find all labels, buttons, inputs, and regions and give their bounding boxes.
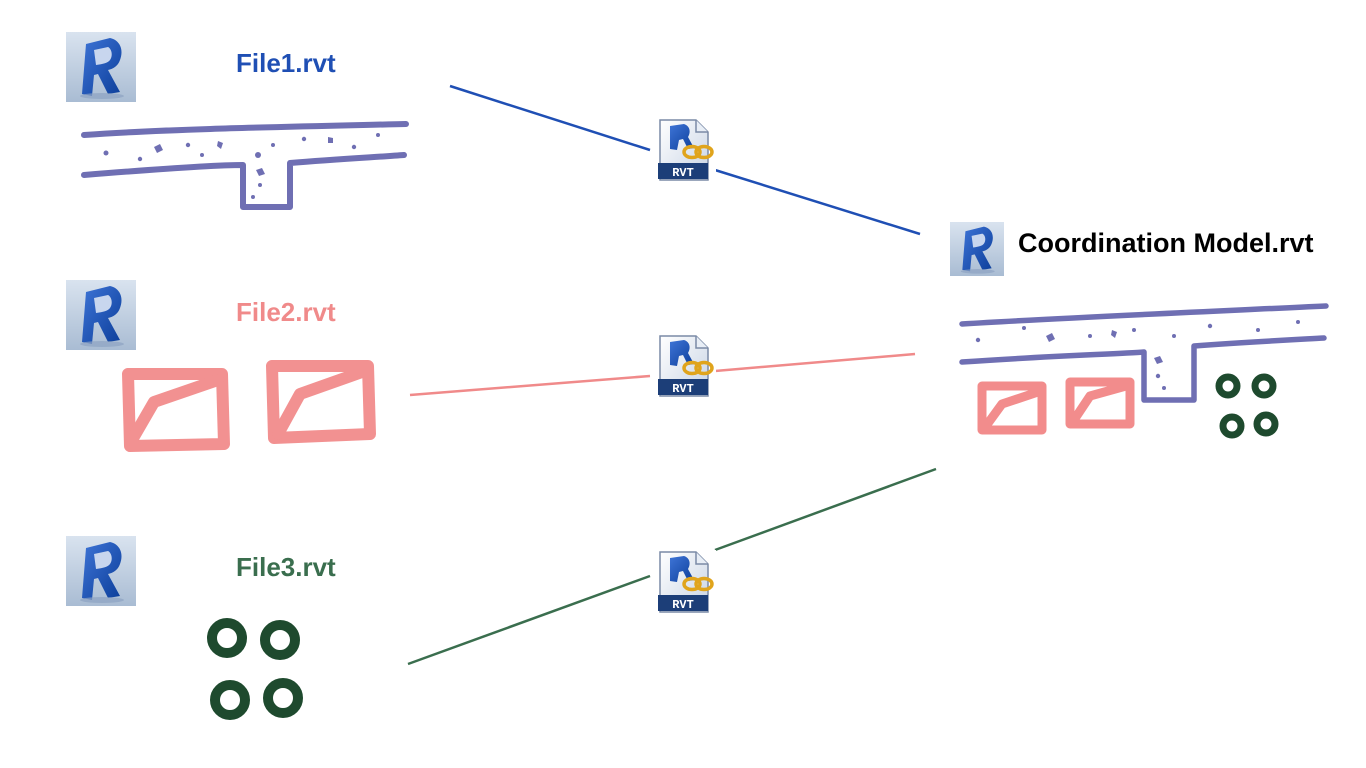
link-badge-label: RVT [672,382,694,396]
revit-app-icon [66,280,136,350]
columns-sketch [207,618,303,720]
connector-link3-to-coordination [714,467,937,552]
revit-link-file-icon-1: RVT [652,116,718,184]
floor-slab-sketch [81,121,409,210]
revit-link-file-icon-3: RVT [652,548,718,616]
revit-link-file-icon-2: RVT [652,332,718,400]
revit-app-icon [66,32,136,102]
file2-title: File2.rvt [236,297,336,327]
coordination-combined-sketch [959,303,1329,439]
connector-file3-to-link [407,574,651,666]
file1-title: File1.rvt [236,48,336,78]
revit-app-icon [950,222,1004,276]
connector-file2-to-link [409,374,651,397]
connector-link2-to-coordination [714,352,916,373]
revit-app-icon [66,536,136,606]
connector-file1-to-link [449,84,651,152]
connector-link1-to-coordination [714,168,921,236]
coordination-title: Coordination Model.rvt [1018,228,1314,258]
walls-sketch [122,360,376,452]
file3-title: File3.rvt [236,552,336,582]
link-badge-label: RVT [672,166,694,180]
link-badge-label: RVT [672,598,694,612]
